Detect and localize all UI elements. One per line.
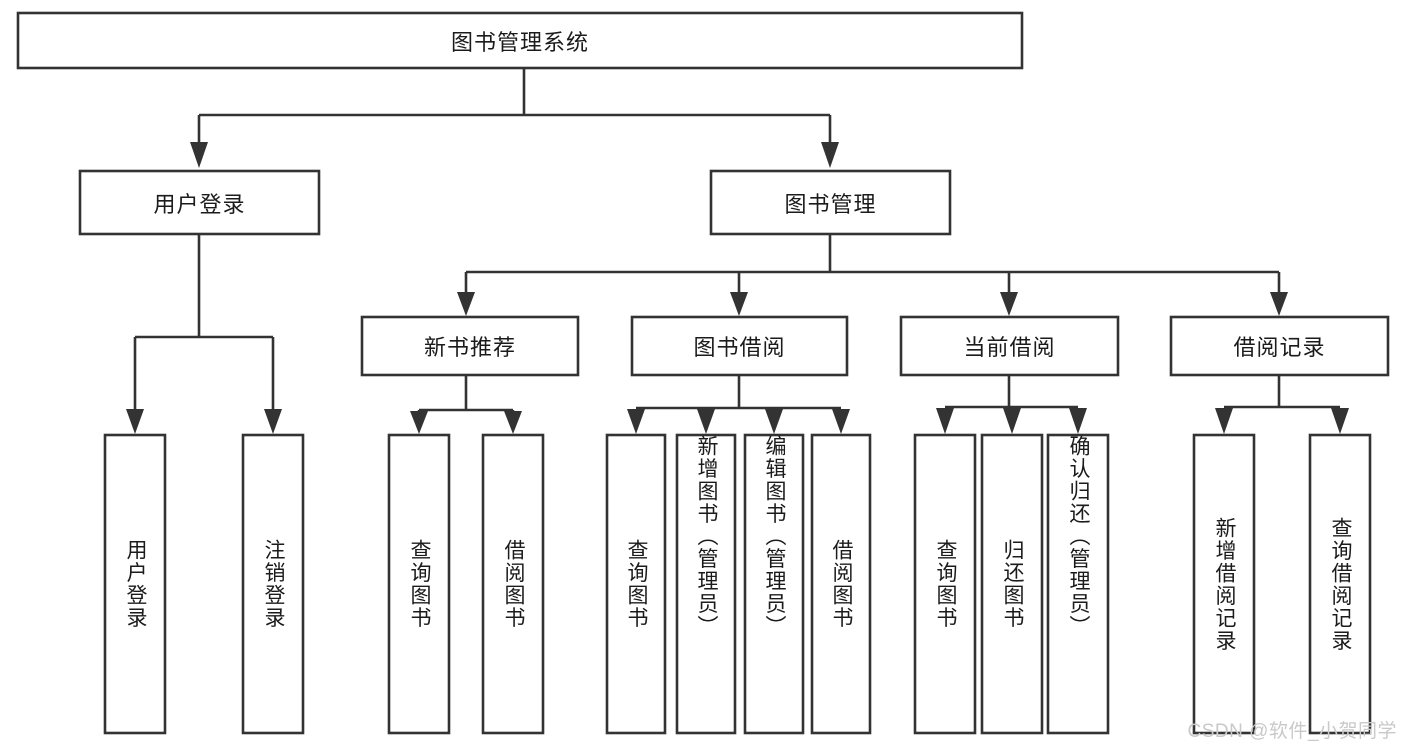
node-book-manage[interactable] [709, 169, 952, 236]
arrow-head-icon [936, 408, 954, 434]
arrow-head-icon [730, 292, 748, 316]
arrow-head-icon [1270, 292, 1288, 316]
edges-book-borrow [627, 375, 850, 434]
arrow-head-icon [1331, 408, 1349, 434]
node-leaf-user-login[interactable] [103, 433, 167, 735]
node-root[interactable] [16, 11, 1024, 70]
node-leaf-edit-book[interactable] [743, 433, 805, 735]
edges-book-manage [457, 234, 1288, 316]
arrow-head-icon [1215, 408, 1233, 434]
node-leaf-confirm-return[interactable] [1046, 433, 1110, 735]
arrow-head-icon [190, 142, 208, 168]
node-user-login[interactable] [78, 169, 321, 236]
arrow-head-icon [504, 411, 522, 434]
arrow-head-icon [832, 409, 850, 434]
arrow-head-icon [1069, 408, 1087, 434]
edges-new-book-rec [410, 375, 522, 434]
node-book-borrow[interactable] [630, 315, 849, 377]
edges-borrow-record [1215, 375, 1349, 434]
node-leaf-query-record[interactable] [1308, 433, 1372, 735]
node-borrow-record[interactable] [1169, 315, 1390, 377]
edges-user-login [126, 234, 282, 434]
node-leaf-borrow-book-2[interactable] [810, 433, 872, 735]
node-leaf-borrow-book-1[interactable] [481, 433, 545, 735]
node-current-borrow[interactable] [899, 315, 1120, 377]
arrow-head-icon [765, 409, 783, 434]
node-leaf-add-book[interactable] [675, 433, 737, 735]
node-leaf-query-book-2[interactable] [605, 433, 667, 735]
node-new-book-rec[interactable] [360, 315, 580, 377]
node-leaf-query-book-1[interactable] [387, 433, 451, 735]
edges-current-borrow [936, 375, 1087, 434]
node-leaf-logout[interactable] [241, 433, 305, 735]
arrow-head-icon [1000, 292, 1018, 316]
arrow-head-icon [1003, 408, 1021, 434]
arrow-head-icon [264, 409, 282, 434]
arrow-head-icon [457, 292, 475, 316]
arrow-head-icon [821, 142, 839, 168]
edges-root [190, 68, 839, 168]
node-leaf-return-book[interactable] [980, 433, 1044, 735]
node-leaf-add-record[interactable] [1192, 433, 1256, 735]
arrow-head-icon [697, 409, 715, 434]
arrow-head-icon [627, 409, 645, 434]
node-leaf-query-book-3[interactable] [913, 433, 977, 735]
arrow-head-icon [410, 411, 428, 434]
arrow-head-icon [126, 409, 144, 434]
